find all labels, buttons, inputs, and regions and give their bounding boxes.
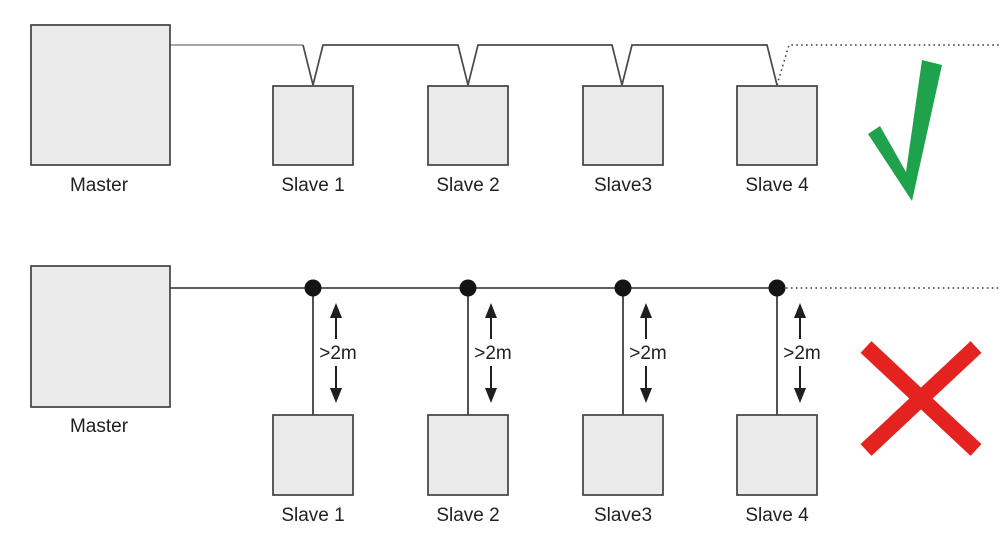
slave-1-label: Slave 1 [281, 505, 344, 526]
cross-icon [860, 341, 982, 456]
junction-dot-icon [304, 279, 322, 297]
slave-4-box [736, 414, 818, 496]
arrow-up-icon [485, 303, 497, 318]
slave-4-label: Slave 4 [745, 505, 809, 526]
slave-2-box [427, 414, 509, 496]
junction-dot-icon [614, 279, 632, 297]
master-box [30, 24, 171, 166]
bus-dotted-continuation [776, 44, 1000, 86]
stub-connection-1: >2m [304, 279, 357, 415]
slave-3-label: Slave3 [594, 505, 652, 526]
stub-length-label: >2m [629, 343, 667, 364]
daisy-chain-bus-line [302, 44, 778, 86]
slave-3-box [582, 414, 664, 496]
slave-4-label: Slave 4 [745, 175, 809, 196]
slave-3-label: Slave3 [594, 175, 652, 196]
junction-dot-icon [768, 279, 786, 297]
slave-1-box [272, 414, 354, 496]
arrow-down-icon [794, 388, 806, 403]
arrow-down-icon [485, 388, 497, 403]
slave-4-box [736, 85, 818, 166]
master-box [30, 265, 171, 408]
master-label: Master [70, 416, 129, 437]
slave-2-label: Slave 2 [436, 175, 499, 196]
arrow-up-icon [640, 303, 652, 318]
arrow-down-icon [640, 388, 652, 403]
slave-1-label: Slave 1 [281, 175, 344, 196]
slave-2-box [427, 85, 509, 166]
check-icon [868, 60, 942, 201]
cross-stroke [860, 341, 982, 456]
correct-wiring-section: Master Slave 1 Slave 2 Slave3 Slave 4 [30, 24, 1000, 201]
stub-connection-4: >2m [768, 279, 821, 415]
arrow-up-icon [794, 303, 806, 318]
slave-1-box [272, 85, 354, 166]
incorrect-wiring-section: Master >2m >2m [30, 265, 1000, 526]
stub-length-label: >2m [783, 343, 821, 364]
master-label: Master [70, 175, 129, 196]
stub-length-label: >2m [319, 343, 357, 364]
arrow-down-icon [330, 388, 342, 403]
stub-length-label: >2m [474, 343, 512, 364]
arrow-up-icon [330, 303, 342, 318]
slave-2-label: Slave 2 [436, 505, 499, 526]
stub-connection-2: >2m [459, 279, 512, 415]
slave-3-box [582, 85, 664, 166]
junction-dot-icon [459, 279, 477, 297]
stub-connection-3: >2m [614, 279, 667, 415]
